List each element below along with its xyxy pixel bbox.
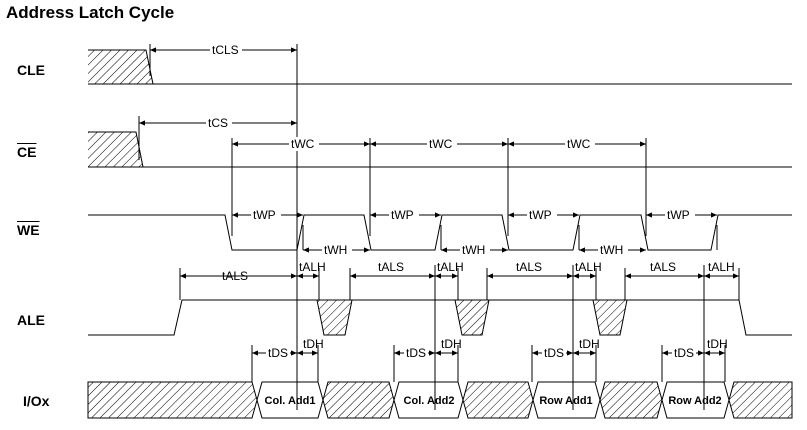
label-twc-3: tWC [567, 137, 591, 151]
label-twh-1: tWH [324, 243, 347, 257]
label-tdh-3: tDH [579, 337, 600, 351]
signal-label-io: I/Ox [23, 393, 50, 409]
ale-waveform [88, 299, 792, 336]
signal-label-ce: CE [17, 144, 37, 160]
label-twp-1: tWP [253, 208, 276, 222]
label-tals-1: tALS [222, 269, 248, 283]
label-tdh-2: tDH [441, 337, 462, 351]
label-talh-2: tALH [437, 260, 464, 274]
signal-label-cle: CLE [17, 62, 45, 78]
ce-waveform [88, 131, 792, 168]
label-tals-4: tALS [650, 260, 676, 274]
bus-value-row-add2: Row Add2 [668, 395, 721, 407]
label-tdh-1: tDH [303, 337, 324, 351]
label-twc-2: tWC [429, 137, 453, 151]
label-twp-2: tWP [391, 208, 414, 222]
diagram-title: Address Latch Cycle [6, 3, 175, 22]
bus-value-row-add1: Row Add1 [539, 395, 592, 407]
label-twh-2: tWH [462, 243, 485, 257]
bus-values: Col. Add1 Col. Add2 Row Add1 Row Add2 [265, 395, 722, 407]
bus-value-col-add1: Col. Add1 [265, 395, 316, 407]
bus-value-col-add2: Col. Add2 [404, 395, 455, 407]
reference-lines [138, 44, 740, 410]
label-tals-2: tALS [378, 260, 404, 274]
we-waveform [88, 214, 792, 251]
signal-label-ale: ALE [17, 312, 45, 328]
label-talh-1: tALH [299, 260, 326, 274]
timing-labels: tCLS tCS tWC tWC tWC tWP tWP tWP tWP tWH… [206, 43, 735, 360]
label-tds-2: tDS [406, 346, 426, 360]
label-tals-3: tALS [516, 260, 542, 274]
label-talh-3: tALH [575, 260, 602, 274]
label-talh-4: tALH [708, 260, 735, 274]
io-bus [87, 381, 793, 419]
timing-arrows [139, 47, 739, 356]
label-twp-4: tWP [667, 208, 690, 222]
signal-label-we: WE [17, 222, 40, 238]
label-tcls: tCLS [212, 43, 239, 57]
cle-waveform [88, 49, 792, 85]
label-tds-3: tDS [544, 346, 564, 360]
label-tds-4: tDS [674, 346, 694, 360]
label-tcs: tCS [208, 116, 228, 130]
label-twc-1: tWC [291, 137, 315, 151]
label-tds-1: tDS [268, 346, 288, 360]
label-tdh-4: tDH [707, 337, 728, 351]
label-twh-3: tWH [600, 243, 623, 257]
label-twp-3: tWP [529, 208, 552, 222]
